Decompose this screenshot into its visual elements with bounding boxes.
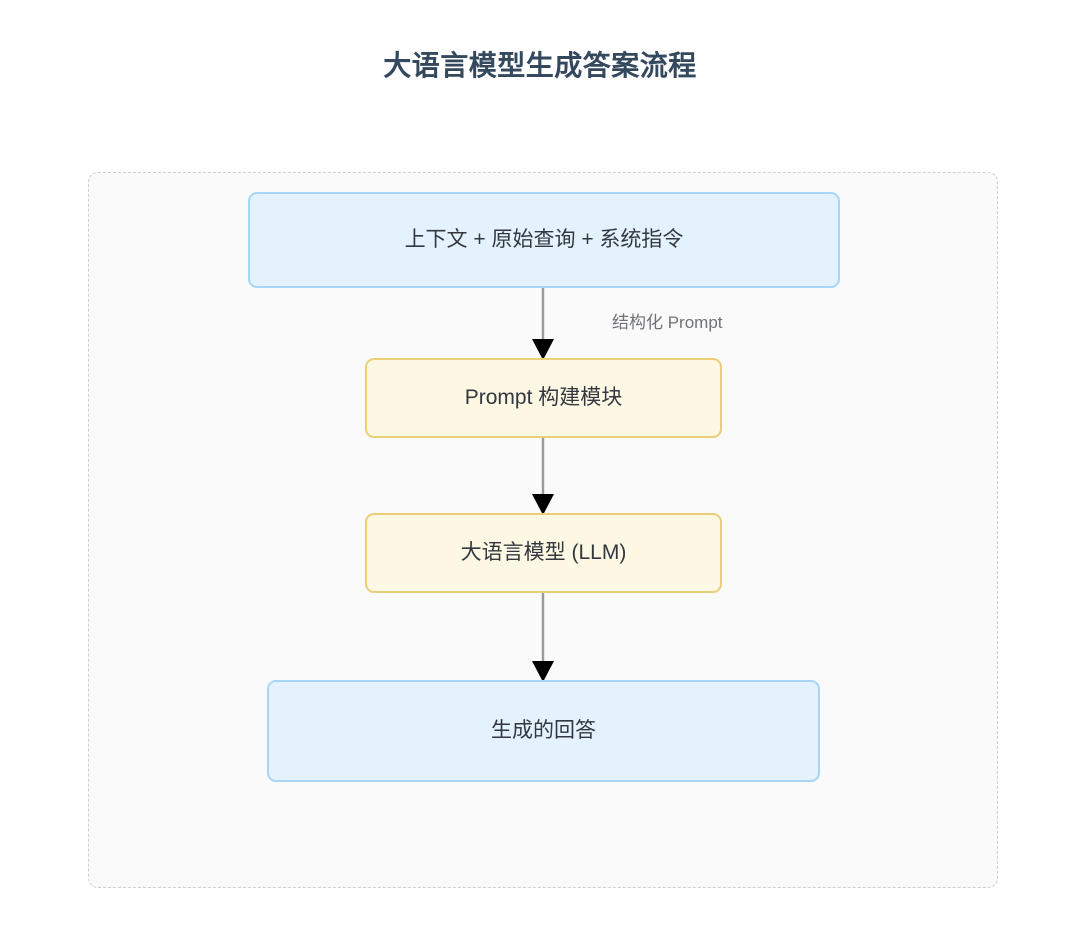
flow-node-context[interactable]: 上下文 + 原始查询 + 系统指令	[248, 192, 840, 288]
edge-label-structured-prompt: 结构化 Prompt	[612, 313, 723, 332]
flow-node-llm[interactable]: 大语言模型 (LLM)	[365, 513, 722, 593]
flow-node-answer[interactable]: 生成的回答	[267, 680, 820, 782]
page-title: 大语言模型生成答案流程	[383, 50, 697, 81]
flow-node-prompt-builder[interactable]: Prompt 构建模块	[365, 358, 722, 438]
